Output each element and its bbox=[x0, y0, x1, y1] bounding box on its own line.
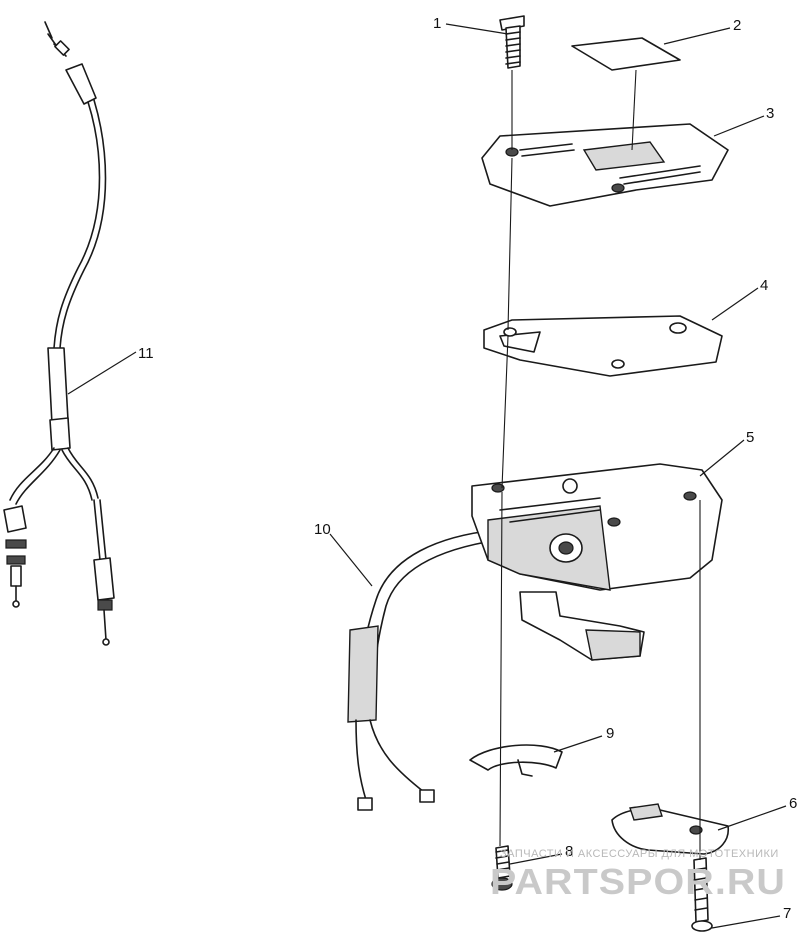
watermark-tagline: ЗАПЧАСТИ И АКСЕССУАРЫ ДЛЯ МОТОТЕХНИКИ bbox=[500, 848, 779, 860]
callout-6: 6 bbox=[789, 795, 797, 812]
callout-4: 4 bbox=[760, 277, 768, 294]
part-4-gasket bbox=[483, 315, 723, 377]
callout-2: 2 bbox=[733, 17, 741, 34]
watermark: ЗАПЧАСТИ И АКСЕССУАРЫ ДЛЯ МОТОТЕХНИКИ PA… bbox=[490, 848, 786, 902]
callout-8: 8 bbox=[565, 843, 573, 860]
leader-lines bbox=[67, 23, 787, 929]
callout-5: 5 bbox=[746, 429, 754, 446]
part-2-decal bbox=[571, 37, 681, 71]
part-9-retainer bbox=[469, 744, 563, 777]
part-6-clamp bbox=[611, 803, 729, 855]
callout-10: 10 bbox=[314, 521, 331, 538]
part-10-wire-harness bbox=[347, 529, 499, 811]
callout-7: 7 bbox=[783, 905, 791, 922]
callout-1: 1 bbox=[433, 15, 441, 32]
part-5-throttle-housing bbox=[471, 463, 723, 661]
part-11-throttle-cable bbox=[3, 21, 115, 646]
assembly-axis-lines bbox=[499, 69, 701, 860]
part-3-top-cover bbox=[481, 123, 729, 207]
watermark-logo: PARTSPOR.RU bbox=[490, 861, 786, 902]
callout-labels: 1 2 3 4 5 6 7 8 9 10 11 bbox=[138, 15, 797, 922]
part-1-screw bbox=[499, 15, 525, 69]
part-8-screw bbox=[491, 845, 513, 891]
callout-9: 9 bbox=[606, 725, 614, 742]
part-7-screw bbox=[691, 857, 713, 932]
callout-11: 11 bbox=[138, 345, 154, 362]
callout-3: 3 bbox=[766, 105, 774, 122]
